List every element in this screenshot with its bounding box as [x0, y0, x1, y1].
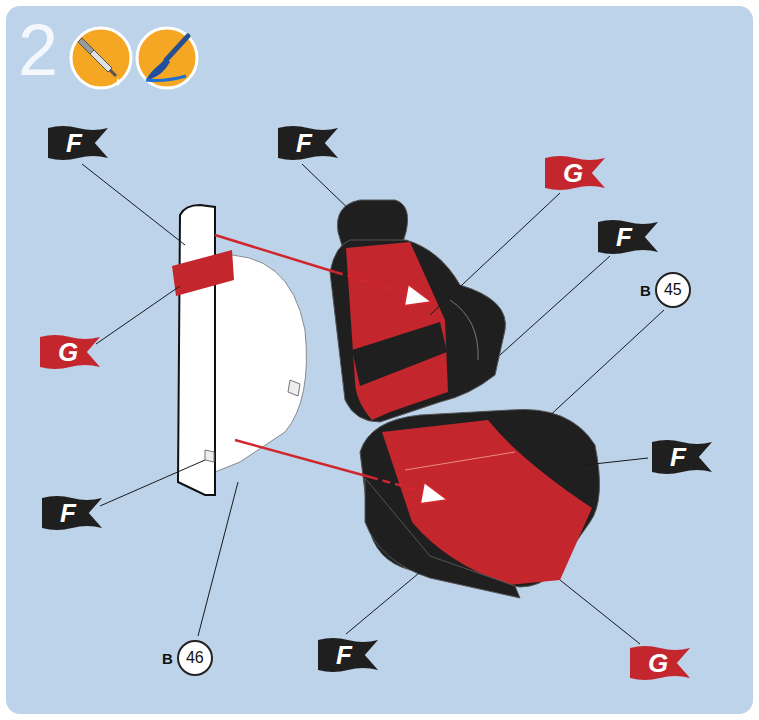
part-sheet-letter: B	[162, 650, 173, 667]
color-flag: F	[278, 126, 338, 160]
placement-arrows	[215, 235, 448, 504]
flag-outline	[318, 638, 378, 672]
color-code: G	[545, 156, 583, 190]
flag-outline	[42, 496, 102, 530]
flag-outline	[40, 335, 100, 369]
flag-outline	[652, 440, 712, 474]
callout-circle: 45	[655, 272, 691, 308]
callout-number: 46	[186, 649, 204, 667]
color-flag: G	[40, 335, 100, 369]
flag-outline	[278, 126, 338, 160]
backrest-panel	[172, 205, 306, 495]
color-code: F	[318, 638, 352, 672]
color-code: F	[598, 220, 632, 254]
color-code: F	[48, 126, 82, 160]
part-number: B 46	[162, 640, 213, 676]
color-flag: G	[630, 646, 690, 680]
part-number: B 45	[640, 272, 691, 308]
paint-icon	[137, 28, 197, 88]
callout-circle: 46	[177, 640, 213, 676]
flag-outline	[598, 220, 658, 254]
color-code: F	[278, 126, 312, 160]
color-flag: G	[545, 156, 605, 190]
callout-number: 45	[664, 281, 682, 299]
flag-outline	[48, 126, 108, 160]
color-flag: F	[318, 638, 378, 672]
seat	[330, 200, 599, 598]
step-number: 2	[18, 14, 58, 86]
color-code: F	[652, 440, 686, 474]
leader-lines	[82, 164, 664, 644]
part-sheet-letter: B	[640, 282, 651, 299]
glue-icon	[71, 28, 131, 88]
flag-outline	[545, 156, 605, 190]
flag-outline	[630, 646, 690, 680]
color-flag: F	[48, 126, 108, 160]
color-code: F	[42, 496, 76, 530]
color-code: G	[630, 646, 668, 680]
color-flag: F	[598, 220, 658, 254]
color-flag: F	[42, 496, 102, 530]
color-code: G	[40, 335, 78, 369]
color-flag: F	[652, 440, 712, 474]
